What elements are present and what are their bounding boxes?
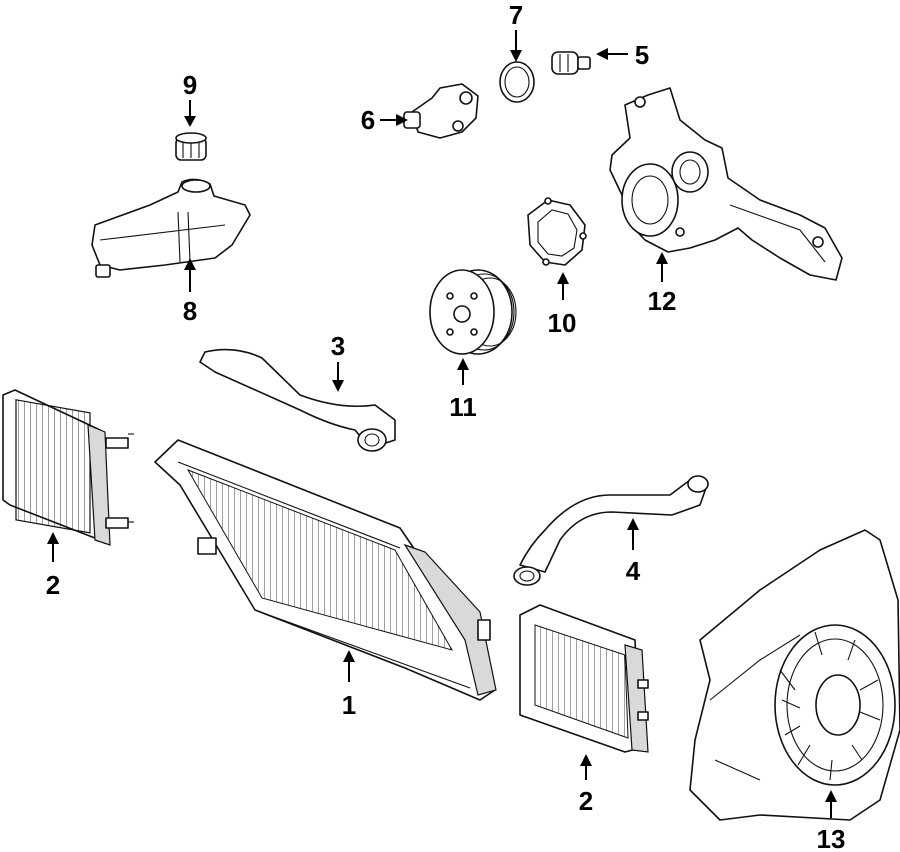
callout-12: 12 xyxy=(648,252,677,316)
callout-10: 10 xyxy=(548,272,577,338)
left-auxiliary-cooler-part xyxy=(2,389,134,546)
callout-1: 1 xyxy=(342,650,356,720)
callout-2-right-label: 2 xyxy=(579,786,593,816)
upper-radiator-hose-part xyxy=(199,348,396,452)
coolant-reservoir-part xyxy=(91,178,251,278)
water-pump-pulley-part xyxy=(429,269,517,355)
callout-8: 8 xyxy=(183,258,197,326)
callout-5: 5 xyxy=(596,40,649,70)
callout-4: 4 xyxy=(626,518,641,586)
cooling-fan-shroud-part xyxy=(689,529,900,821)
callout-11-label: 11 xyxy=(449,392,477,422)
callout-3: 3 xyxy=(331,331,345,392)
callout-3-label: 3 xyxy=(331,331,345,361)
callout-1-label: 1 xyxy=(342,690,356,720)
callout-12-label: 12 xyxy=(648,286,677,316)
callout-7-label: 7 xyxy=(509,0,523,30)
callout-2-left-label: 2 xyxy=(46,570,60,600)
callout-9-label: 9 xyxy=(183,70,197,100)
callout-11: 11 xyxy=(449,358,477,422)
water-pump-housing-part xyxy=(609,87,843,281)
thermostat-housing-part xyxy=(403,83,479,139)
water-pump-gasket-part xyxy=(527,197,587,266)
callout-4-label: 4 xyxy=(626,556,641,586)
callout-10-label: 10 xyxy=(548,308,577,338)
reservoir-cap-part xyxy=(175,132,207,161)
temperature-sensor-part xyxy=(551,51,591,75)
radiator-part xyxy=(154,439,497,701)
right-auxiliary-cooler-part xyxy=(519,604,649,753)
lower-radiator-hose-part xyxy=(513,475,709,586)
callout-5-label: 5 xyxy=(635,40,649,70)
callout-7: 7 xyxy=(509,0,523,62)
thermostat-gasket-part xyxy=(499,61,535,103)
callout-6: 6 xyxy=(361,105,408,135)
callout-6-label: 6 xyxy=(361,105,375,135)
callout-2-right: 2 xyxy=(579,754,593,816)
callout-13: 13 xyxy=(817,790,846,852)
callout-8-label: 8 xyxy=(183,296,197,326)
callout-13-label: 13 xyxy=(817,824,846,852)
callout-9: 9 xyxy=(183,70,197,127)
callout-2-left: 2 xyxy=(46,532,60,600)
